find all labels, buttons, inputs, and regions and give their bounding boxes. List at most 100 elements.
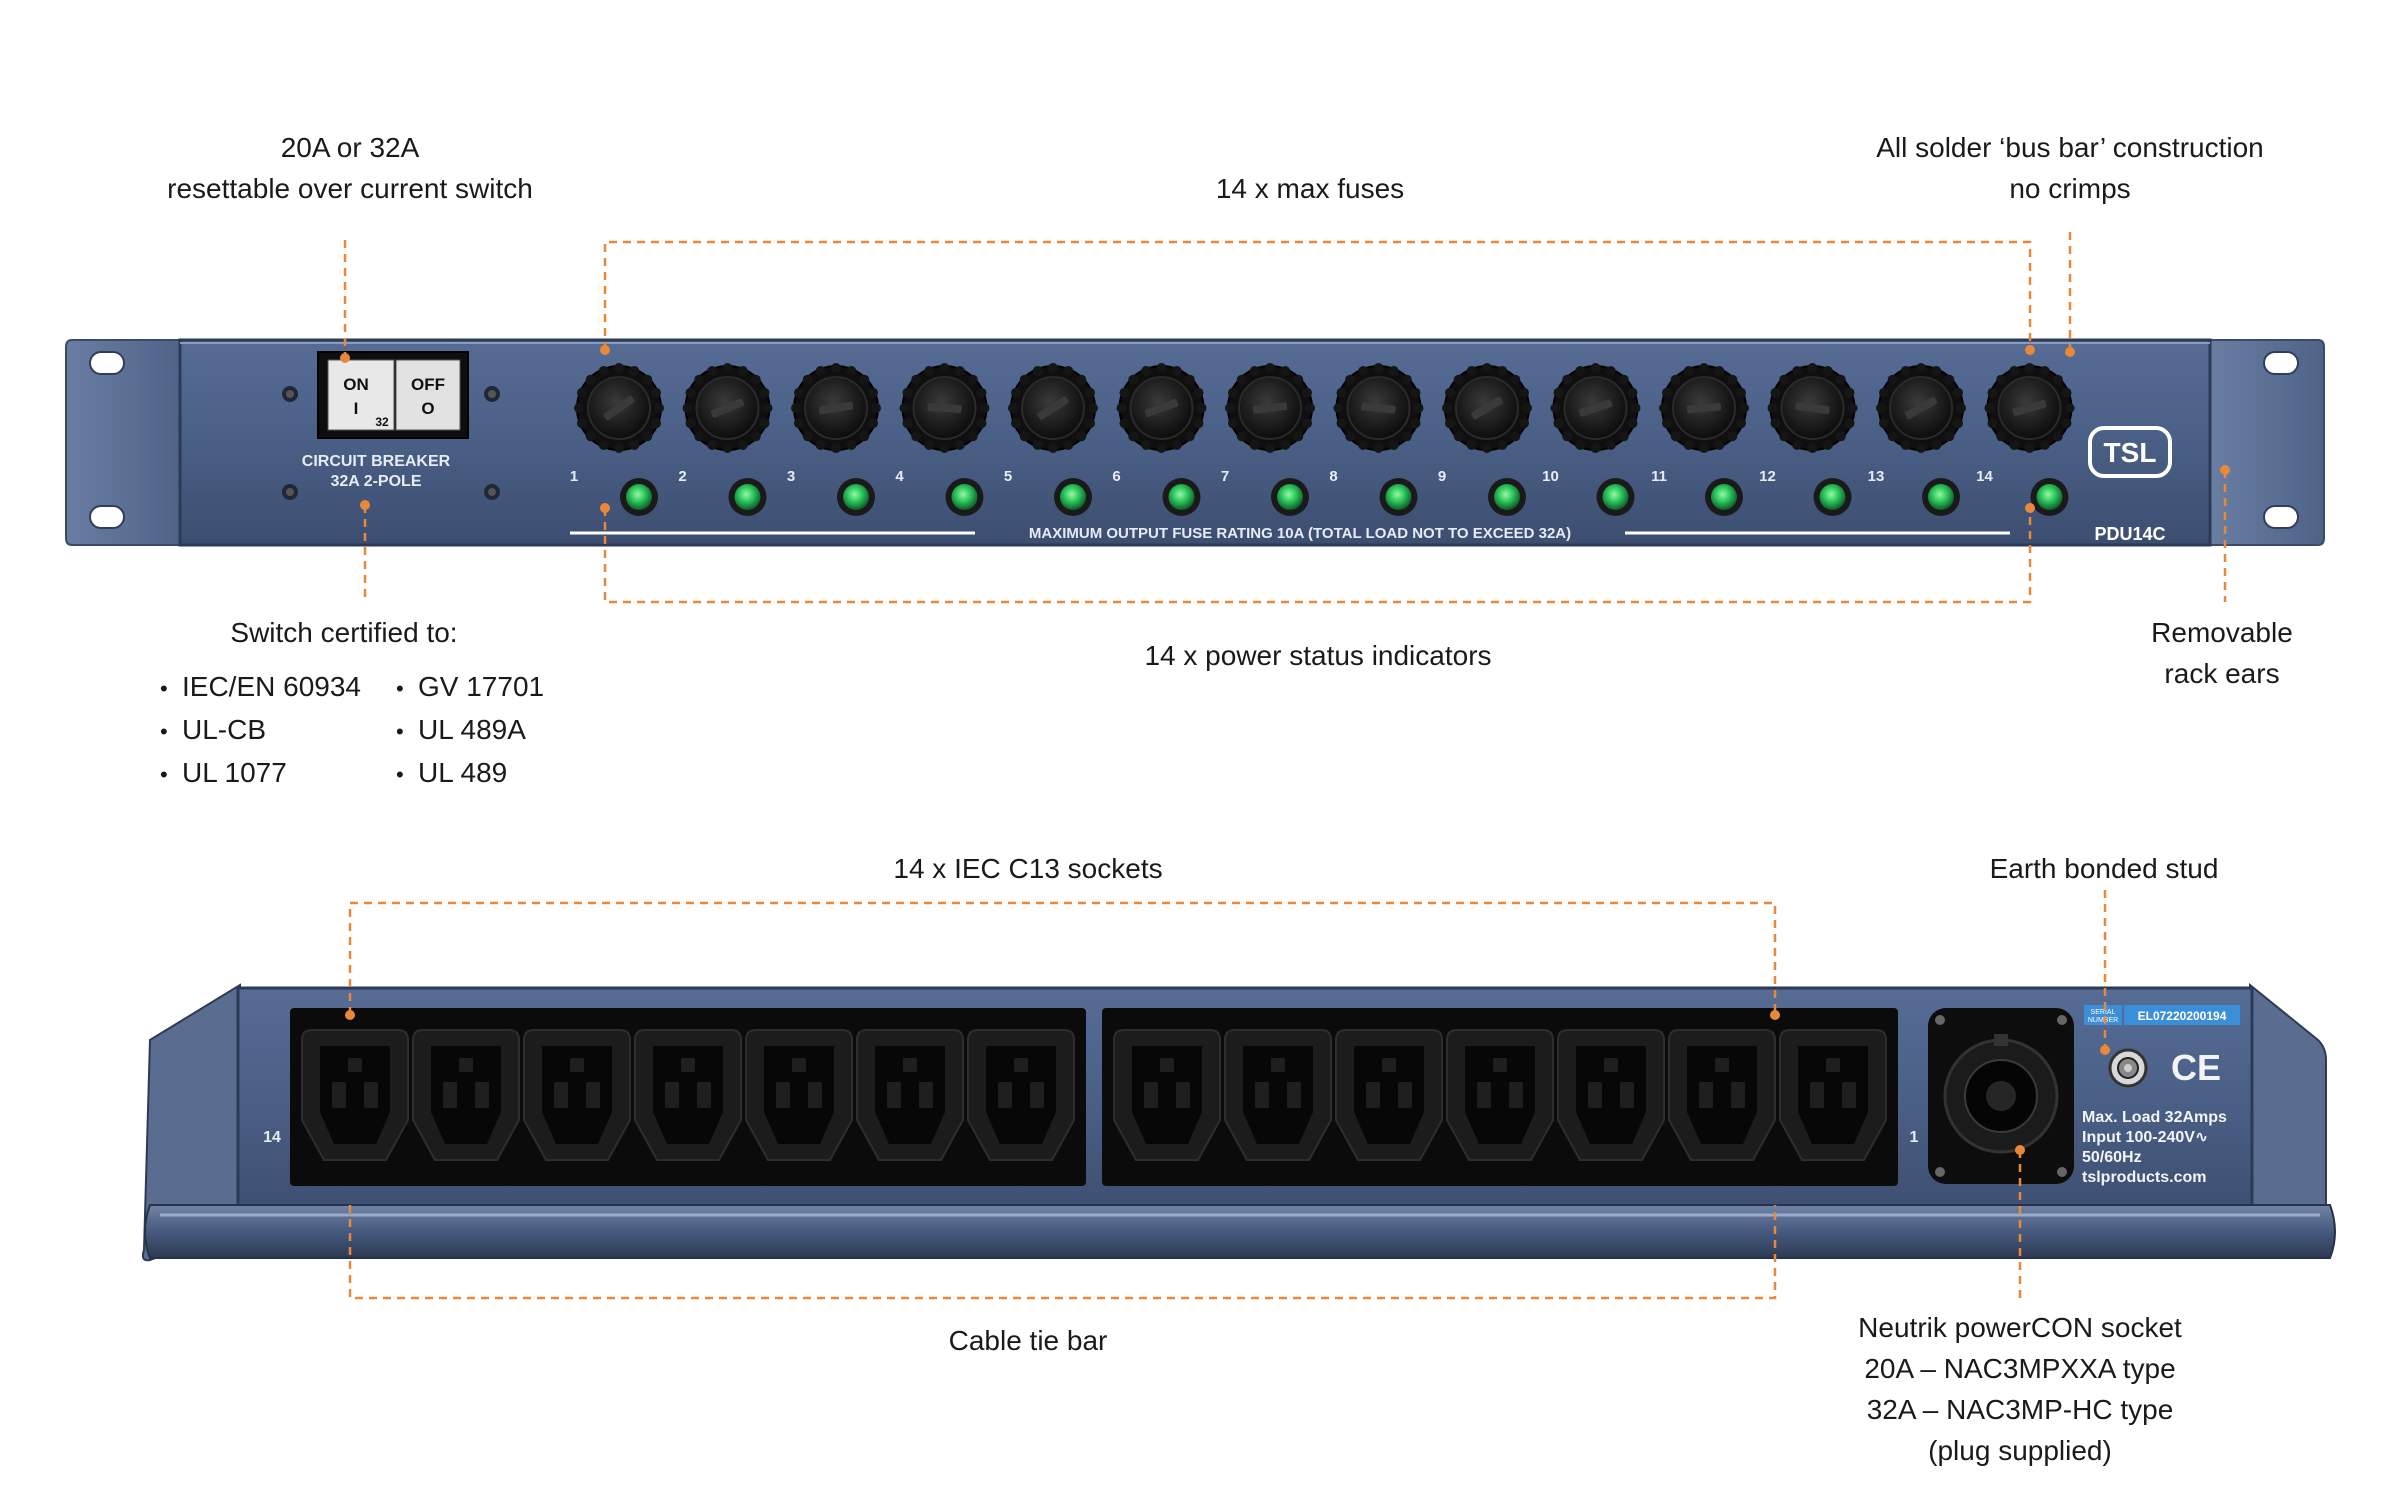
fuse-holder[interactable] [1984, 363, 2075, 453]
iec-c13-socket[interactable] [1335, 1029, 1443, 1161]
front-panel-body [178, 338, 2212, 547]
circuit-breaker-switch[interactable]: ON I OFF O 32 [317, 351, 469, 439]
channel-number: 5 [1004, 468, 1012, 485]
power-status-leds [620, 478, 2069, 516]
fuse-holder[interactable] [1659, 363, 1749, 453]
fuse-rating-text: MAXIMUM OUTPUT FUSE RATING 10A (TOTAL LO… [1029, 525, 1571, 542]
screw-icon [282, 484, 298, 500]
fuse-holders [574, 363, 2075, 453]
iec-c13-socket[interactable] [1446, 1029, 1554, 1161]
serial-value: EL07220200194 [2138, 1009, 2227, 1023]
iec-c13-socket[interactable] [1668, 1029, 1776, 1161]
screw-icon [484, 484, 500, 500]
iec-c13-socket[interactable] [745, 1029, 853, 1161]
power-status-led [620, 478, 658, 516]
fuse-holder[interactable] [1333, 363, 1424, 453]
channel-number: 14 [1976, 468, 1993, 485]
iec-c13-socket[interactable] [301, 1029, 409, 1161]
fuse-holder[interactable] [791, 363, 881, 453]
power-status-led [1054, 478, 1092, 516]
fuses-label: 14 x max fuses [1215, 173, 1405, 204]
fuse-holder[interactable] [1767, 363, 1858, 453]
model-label: PDU14C [2094, 524, 2165, 544]
breaker-caption-line-2: 32A 2-POLE [331, 473, 422, 490]
fuses-bracket [603, 240, 2032, 350]
iec-c13-socket[interactable] [634, 1029, 742, 1161]
fuse-holder[interactable] [1116, 363, 1207, 453]
spec-line: 50/60Hz [2082, 1149, 2142, 1166]
iec-c13-socket[interactable] [967, 1029, 1075, 1161]
iec-c13-socket[interactable] [1113, 1029, 1221, 1161]
channel-number: 12 [1759, 468, 1776, 485]
brand-logo: TSL [2104, 437, 2157, 468]
screw-icon [484, 386, 500, 402]
cert-item: UL-CB [160, 709, 361, 752]
ear-slot [89, 351, 125, 375]
rear-flange-right [2249, 982, 2327, 1252]
power-status-led [1488, 478, 1526, 516]
fuse-holder[interactable] [1876, 363, 1966, 453]
ear-slot [89, 505, 125, 529]
spec-line: Max. Load 32Amps [2082, 1109, 2227, 1126]
power-status-led [1379, 478, 1418, 516]
cert-item: UL 489 [396, 752, 544, 795]
switch-off-label: OFF [411, 375, 445, 394]
cable-tie-bar [144, 1204, 2336, 1259]
channel-number: 1 [570, 468, 578, 485]
fuse-holder[interactable] [574, 363, 664, 453]
fuse-holder[interactable] [682, 363, 773, 453]
fuse-holder[interactable] [1225, 363, 1315, 453]
indicators-bracket [603, 508, 2032, 604]
iec-c13-sockets [301, 1029, 1887, 1161]
channel-number: 7 [1221, 468, 1229, 485]
fuse-holder[interactable] [899, 363, 990, 453]
switch-cert-list-2: GV 17701 UL 489A UL 489 [396, 666, 544, 795]
fuse-holder[interactable] [1442, 363, 1532, 453]
serial-label-line-1: SERIAL [2091, 1009, 2116, 1016]
iec-c13-socket[interactable] [1557, 1029, 1665, 1161]
iec-c13-socket[interactable] [856, 1029, 964, 1161]
switch-cert-list-1: IEC/EN 60934 UL-CB UL 1077 [160, 666, 361, 795]
tsl-logo-badge [2088, 426, 2172, 478]
iec-c13-socket[interactable] [523, 1029, 631, 1161]
iec-c13-socket[interactable] [1779, 1029, 1887, 1161]
breaker-caption-line-1: CIRCUIT BREAKER [302, 453, 451, 470]
earth-stud-label: Earth bonded stud [1989, 853, 2219, 884]
channel-number: 9 [1438, 468, 1446, 485]
serial-label-line-2: NUMBER [2088, 1017, 2118, 1024]
cable-tie-label: Cable tie bar [948, 1325, 1108, 1356]
power-status-led [945, 478, 984, 516]
fuse-holder[interactable] [1550, 363, 1641, 453]
powercon-label: Neutrik powerCON socket 20A – NAC3MPXXA … [1858, 1312, 2182, 1466]
ear-slot [2263, 505, 2299, 529]
channel-number: 3 [787, 468, 795, 485]
channel-number: 8 [1329, 468, 1337, 485]
sockets-bracket [348, 901, 1777, 1015]
fuse-holder[interactable] [1008, 363, 1098, 453]
sockets-label: 14 x IEC C13 sockets [893, 853, 1163, 884]
serial-label-box [2084, 1005, 2122, 1025]
callout-endpoints [340, 345, 2230, 1155]
bus-bar-label: All solder ‘bus bar’ construction no cri… [1876, 132, 2264, 204]
power-status-led [1705, 478, 1743, 516]
powercon-socket[interactable] [1928, 1008, 2074, 1184]
power-status-led [2030, 478, 2069, 516]
rear-panel: 14 1 SERIAL NUMBER EL07220200194 CE Max.… [141, 982, 2336, 1262]
breaker-rating-label: 20A or 32A resettable over current switc… [167, 132, 533, 204]
channel-number: 13 [1868, 468, 1885, 485]
power-status-led [1813, 478, 1852, 516]
rack-ear-left [65, 339, 181, 546]
cable-tie-bracket [348, 1205, 1777, 1300]
power-status-led [1596, 478, 1635, 516]
ear-slot [2263, 351, 2299, 375]
iec-c13-socket[interactable] [412, 1029, 520, 1161]
channel-number: 2 [678, 468, 686, 485]
iec-c13-socket[interactable] [1224, 1029, 1332, 1161]
cert-item: UL 1077 [160, 752, 361, 795]
screw-icon [282, 386, 298, 402]
rack-ear-right [2209, 339, 2325, 546]
channel-number: 11 [1651, 468, 1667, 485]
rear-left-number: 14 [263, 1129, 281, 1146]
power-status-led [837, 478, 875, 516]
